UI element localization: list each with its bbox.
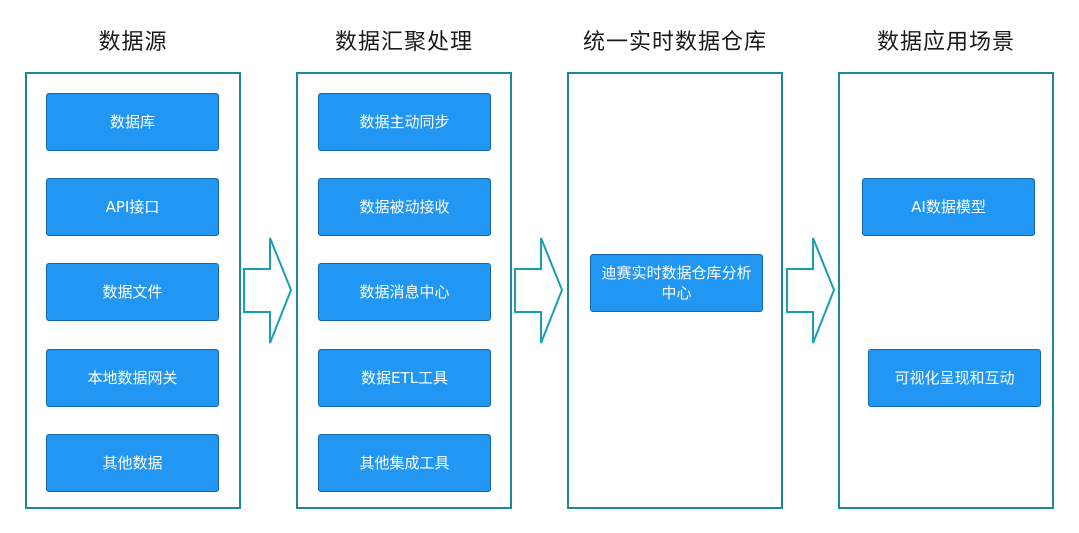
column-title-data-sources: 数据源 (98, 30, 168, 55)
node-visualization-interaction: 可视化呈现和互动 (868, 349, 1041, 407)
column-title-realtime-warehouse: 统一实时数据仓库 (582, 30, 767, 55)
node-api-interface: API接口 (46, 178, 219, 236)
column-frame-data-aggregation: 数据主动同步 数据被动接收 数据消息中心 数据ETL工具 其他集成工具 (296, 72, 512, 509)
node-active-sync: 数据主动同步 (318, 93, 491, 151)
column-title-application-scenarios: 数据应用场景 (876, 30, 1015, 55)
column-frame-realtime-warehouse: 迪赛实时数据仓库分析中心 (567, 72, 783, 509)
column-frame-data-sources: 数据库 API接口 数据文件 本地数据网关 其他数据 (25, 72, 241, 509)
node-other-integration-tools: 其他集成工具 (318, 434, 491, 492)
node-realtime-warehouse-center: 迪赛实时数据仓库分析中心 (590, 254, 763, 312)
node-passive-receive: 数据被动接收 (318, 178, 491, 236)
flow-arrow-2 (514, 237, 564, 344)
node-other-data: 其他数据 (46, 434, 219, 492)
flow-arrow-1 (243, 237, 293, 344)
node-message-center: 数据消息中心 (318, 263, 491, 321)
node-etl-tool: 数据ETL工具 (318, 349, 491, 407)
node-ai-data-model: AI数据模型 (862, 178, 1035, 236)
column-title-data-aggregation: 数据汇聚处理 (334, 30, 473, 55)
flow-arrow-2-shape (514, 237, 564, 344)
flow-arrow-3-shape (786, 237, 836, 344)
flow-arrow-1-shape (243, 237, 293, 344)
flow-arrow-3 (786, 237, 836, 344)
node-data-file: 数据文件 (46, 263, 219, 321)
column-frame-application-scenarios: AI数据模型 可视化呈现和互动 (838, 72, 1054, 509)
node-database: 数据库 (46, 93, 219, 151)
node-local-data-gateway: 本地数据网关 (46, 349, 219, 407)
